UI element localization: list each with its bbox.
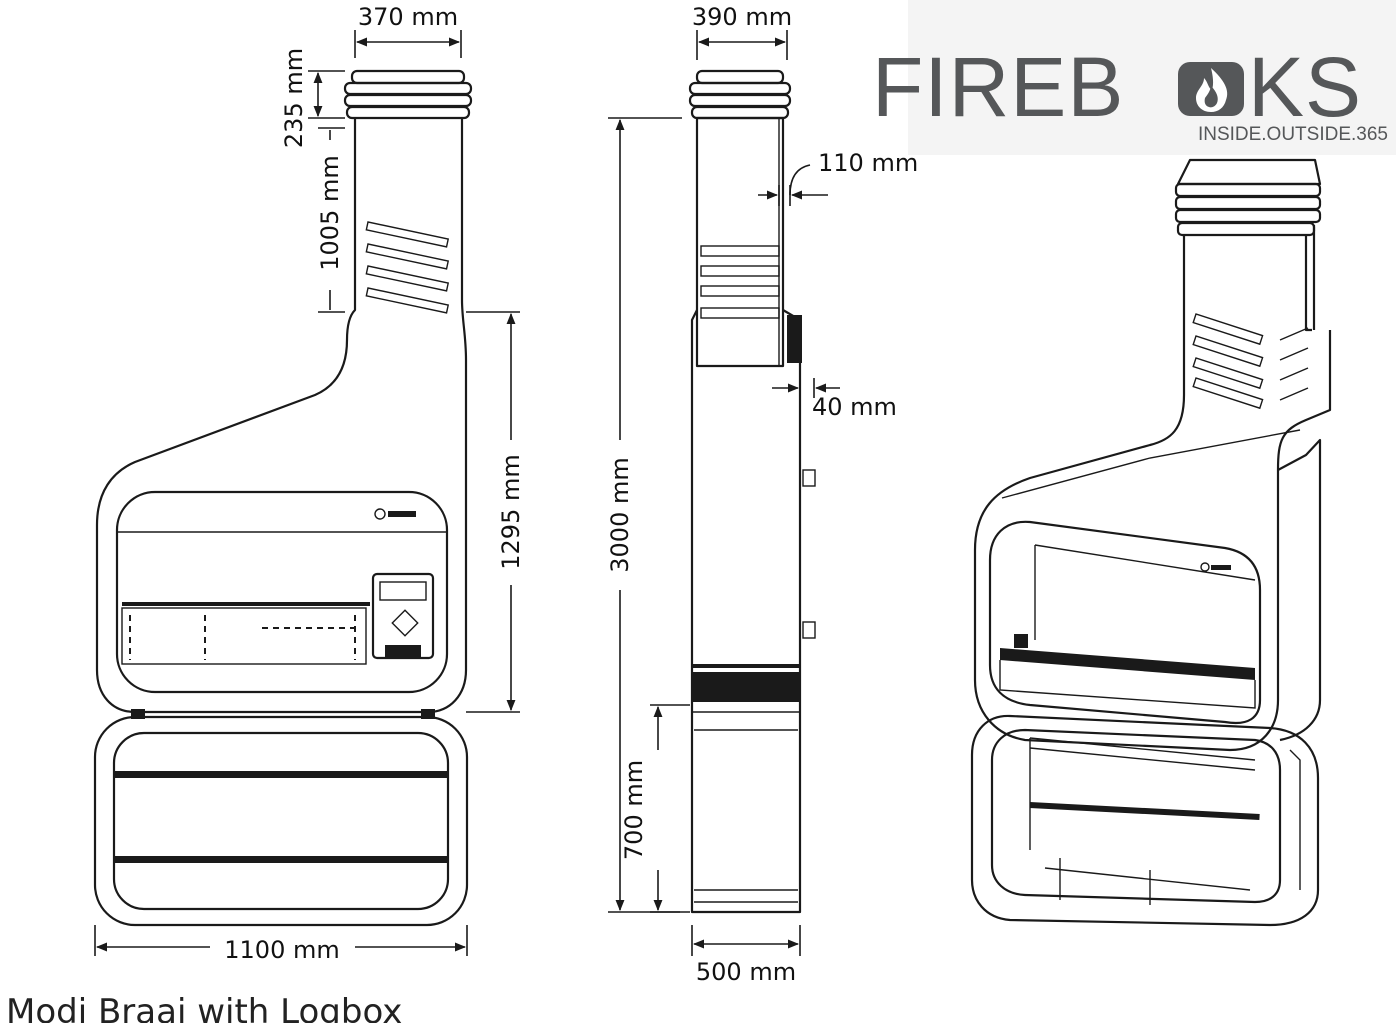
svg-text:700 mm: 700 mm — [620, 760, 648, 860]
svg-text:1005 mm: 1005 mm — [316, 155, 344, 270]
front-logbox — [93, 715, 469, 927]
front-chimney-cap — [343, 69, 473, 120]
side-view: 390 mm 110 mm 3000 mm 40 mm — [606, 3, 918, 986]
iso-chimney-cap — [1174, 158, 1322, 237]
iso-body-outline — [973, 330, 1332, 752]
iso-chimney-vents — [1192, 313, 1309, 410]
front-view: 370 mm 235 mm 1005 mm 1295 mm 1 — [93, 3, 525, 964]
iso-logbox — [970, 714, 1320, 927]
svg-text:110 mm: 110 mm — [818, 149, 918, 177]
logo-tagline: INSIDE.OUTSIDE.365 — [1198, 124, 1388, 145]
logo-word-right: KS — [1248, 40, 1362, 134]
dim-side-chimney-gap: 110 mm — [758, 149, 918, 206]
front-coal-box — [371, 572, 435, 660]
side-chimney-cap — [688, 69, 792, 120]
front-body-outline — [95, 118, 468, 714]
isometric-view — [970, 158, 1332, 927]
iso-firebox-opening — [988, 520, 1262, 725]
dim-side-depth: 500 mm — [691, 925, 801, 986]
drawing-caption: Modi Braai with Logbox — [6, 992, 402, 1023]
svg-text:1100 mm: 1100 mm — [224, 936, 339, 964]
dim-front-cap-height: 235 mm — [280, 48, 345, 148]
firebox-logo: FIREB KS INSIDE.OUTSIDE.365 — [872, 0, 1396, 155]
dim-front-chimney-width: 370 mm — [354, 3, 462, 58]
svg-text:390 mm: 390 mm — [692, 3, 792, 31]
side-chimney — [695, 116, 785, 368]
front-badge-icon — [374, 508, 386, 520]
svg-text:1295 mm: 1295 mm — [497, 454, 525, 569]
logo-word-left: FIREB — [872, 40, 1124, 134]
svg-text:3000 mm: 3000 mm — [606, 457, 634, 572]
front-firebox-opening — [115, 490, 449, 694]
dim-side-offset: 40 mm — [772, 378, 897, 421]
svg-text:40 mm: 40 mm — [812, 393, 897, 421]
dim-front-body-height: 1295 mm — [466, 311, 525, 713]
svg-text:235 mm: 235 mm — [280, 48, 308, 148]
svg-text:500 mm: 500 mm — [696, 958, 796, 986]
dim-front-chimney-height: 1005 mm — [316, 127, 345, 313]
dim-front-total-width: 1100 mm — [94, 925, 468, 964]
dim-side-total-height: 3000 mm — [606, 117, 682, 913]
front-chimney-vents — [365, 221, 450, 314]
dim-side-chimney-width: 390 mm — [692, 3, 792, 60]
flame-icon — [1178, 62, 1244, 116]
iso-badge-icon — [1200, 562, 1210, 572]
side-body-outline — [690, 309, 802, 914]
dim-side-logbox-height: 700 mm — [620, 704, 690, 913]
svg-text:370 mm: 370 mm — [358, 3, 458, 31]
